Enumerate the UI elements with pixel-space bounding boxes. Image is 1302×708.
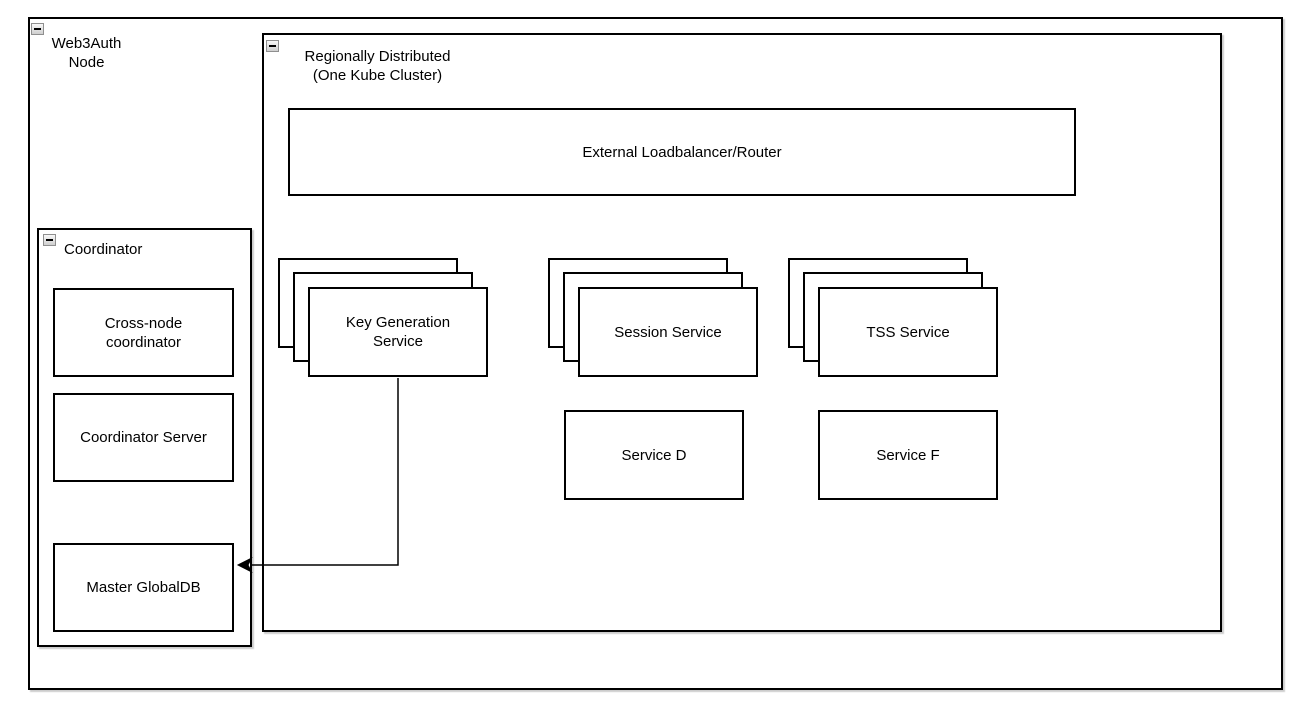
minus-glyph (34, 28, 41, 30)
session-service-stack: Session Service (548, 258, 758, 377)
key-generation-service-stack: Key Generation Service (278, 258, 488, 377)
collapse-minus-icon[interactable] (266, 40, 279, 52)
key-generation-service-label: Key Generation Service (345, 314, 451, 350)
service-f-box: Service F (818, 410, 998, 500)
tss-service-label: TSS Service (866, 323, 950, 341)
cross-node-coordinator-label: Cross-node coordinator (104, 314, 183, 351)
key-generation-service-box: Key Generation Service (308, 287, 488, 377)
collapse-minus-icon[interactable] (43, 234, 56, 246)
collapse-minus-icon[interactable] (31, 23, 44, 35)
coordinator-server-box: Coordinator Server (53, 393, 234, 482)
service-d-label: Service D (621, 446, 687, 464)
container-regionally-distributed: Regionally Distributed (One Kube Cluster… (262, 33, 1222, 632)
external-loadbalancer-label: External Loadbalancer/Router (582, 143, 782, 161)
web3auth-node-label: Web3Auth Node (51, 35, 122, 71)
container-coordinator: Coordinator Cross-node coordinator Coord… (37, 228, 252, 647)
tss-service-box: TSS Service (818, 287, 998, 377)
coordinator-label: Coordinator (64, 241, 143, 258)
service-f-label: Service F (876, 446, 940, 464)
session-service-label: Session Service (614, 323, 722, 341)
minus-glyph (46, 239, 53, 241)
tss-service-stack: TSS Service (788, 258, 998, 377)
coordinator-server-label: Coordinator Server (80, 429, 207, 446)
session-service-box: Session Service (578, 287, 758, 377)
master-globaldb-label: Master GlobalDB (86, 579, 201, 596)
service-d-box: Service D (564, 410, 744, 500)
regionally-distributed-label: Regionally Distributed (One Kube Cluster… (304, 48, 451, 84)
container-web3auth-node: Web3Auth Node Regionally Distributed (On… (28, 17, 1283, 690)
master-globaldb-box: Master GlobalDB (53, 543, 234, 632)
cross-node-coordinator-box: Cross-node coordinator (53, 288, 234, 377)
external-loadbalancer-box: External Loadbalancer/Router (288, 108, 1076, 196)
minus-glyph (269, 45, 276, 47)
